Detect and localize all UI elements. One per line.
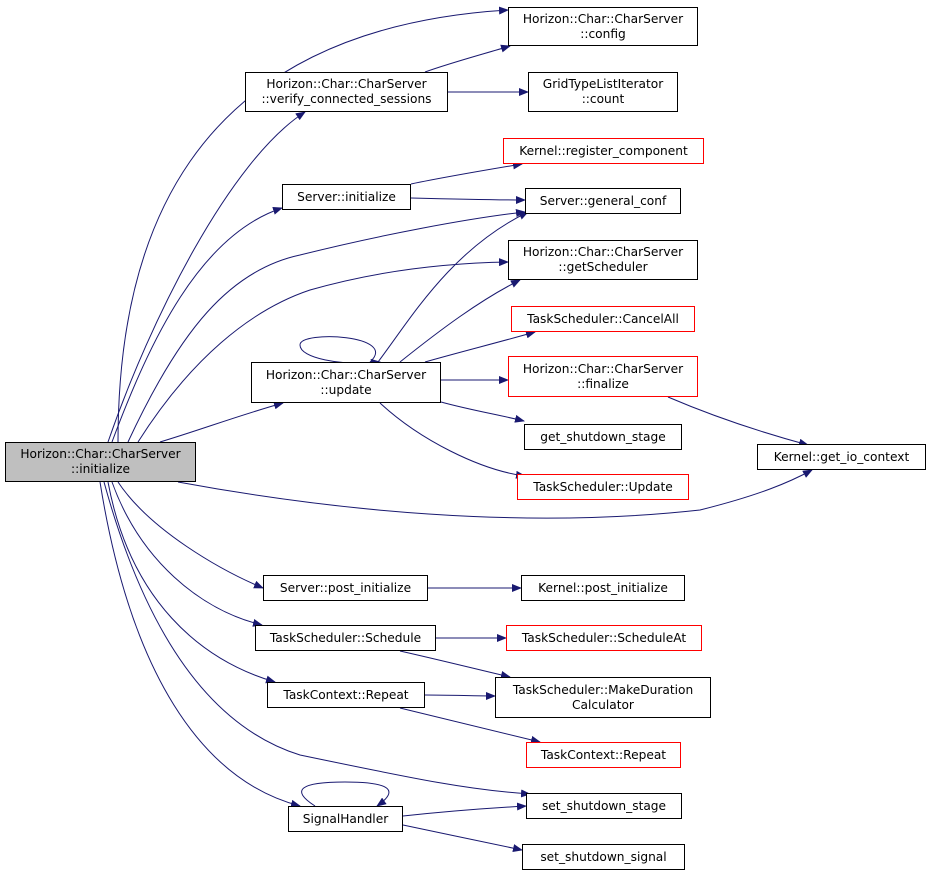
edge-root-to-generalconf bbox=[127, 209, 526, 443]
edge-root-to-config bbox=[117, 6, 509, 443]
node-label-line: ::initialize bbox=[70, 462, 130, 476]
node-verify[interactable]: Horizon::Char::CharServer::verify_connec… bbox=[245, 72, 448, 112]
edge-update-to-cancelall bbox=[424, 330, 536, 363]
node-label-line: Kernel::post_initialize bbox=[538, 580, 668, 595]
node-setshutdownstage[interactable]: set_shutdown_stage bbox=[526, 793, 682, 819]
edge-signalhandler-to-signalhandler bbox=[301, 781, 390, 807]
edge-root-to-setshutdownstage bbox=[103, 481, 531, 798]
edge-root-to-serverpost bbox=[117, 481, 264, 589]
node-label-line: ::finalize bbox=[577, 376, 629, 391]
edge-root-to-tsschedule bbox=[111, 481, 263, 627]
edge-tcrepeat1-to-makeduration bbox=[424, 691, 496, 700]
edge-update-to-generalconf bbox=[377, 211, 529, 363]
node-config[interactable]: Horizon::Char::CharServer::config bbox=[508, 7, 698, 46]
edge-root-to-getscheduler bbox=[137, 258, 509, 443]
node-label-line: Calculator bbox=[572, 697, 634, 712]
node-label-line: Server::general_conf bbox=[539, 193, 667, 208]
node-label-line: TaskContext::Repeat bbox=[283, 687, 409, 702]
edge-verify-to-config bbox=[424, 44, 511, 73]
edge-root-to-signalhandler bbox=[99, 481, 301, 808]
node-label-line: TaskScheduler::ScheduleAt bbox=[521, 630, 687, 645]
node-setshutdownsignal[interactable]: set_shutdown_signal bbox=[522, 844, 685, 870]
node-label-line: TaskScheduler::CancelAll bbox=[527, 311, 679, 326]
edge-root-to-tcrepeat1 bbox=[107, 481, 276, 684]
node-label-line: GridTypeListIterator bbox=[542, 77, 664, 91]
node-label-line: Horizon::Char::CharServer bbox=[265, 367, 427, 382]
node-tsschedule[interactable]: TaskScheduler::Schedule bbox=[255, 625, 436, 651]
node-getscheduler[interactable]: Horizon::Char::CharServer::getScheduler bbox=[508, 240, 698, 280]
node-label-line: Horizon::Char::CharServer bbox=[522, 11, 684, 26]
edge-update-to-tsupdate bbox=[379, 402, 526, 479]
node-label-line: ::verify_connected_sessions bbox=[261, 92, 432, 106]
node-label-line: ::config bbox=[580, 26, 626, 41]
node-gridcount[interactable]: GridTypeListIterator::count bbox=[528, 72, 678, 112]
node-label-line: ::getScheduler bbox=[558, 260, 648, 274]
node-label-line: TaskContext::Repeat bbox=[540, 747, 667, 762]
edge-tcrepeat1-to-tcrepeat2 bbox=[399, 707, 541, 744]
node-finalize[interactable]: Horizon::Char::CharServer::finalize bbox=[508, 356, 698, 397]
node-tcrepeat2[interactable]: TaskContext::Repeat bbox=[526, 742, 681, 768]
node-update[interactable]: Horizon::Char::CharServer::update bbox=[251, 362, 441, 403]
node-tcrepeat1[interactable]: TaskContext::Repeat bbox=[267, 682, 425, 708]
node-getshutdown[interactable]: get_shutdown_stage bbox=[524, 424, 682, 450]
node-getio[interactable]: Kernel::get_io_context bbox=[757, 444, 926, 470]
edge-serverinit-to-registercomp bbox=[410, 161, 523, 185]
node-label-line: ::update bbox=[320, 382, 372, 397]
node-label-line: Kernel::register_component bbox=[519, 143, 688, 158]
edge-update-to-update bbox=[299, 336, 381, 367]
edge-signalhandler-to-setshutdownstage bbox=[402, 802, 527, 817]
node-tsscheduleat[interactable]: TaskScheduler::ScheduleAt bbox=[506, 625, 702, 651]
node-root[interactable]: Horizon::Char::CharServer::initialize bbox=[5, 442, 196, 482]
node-tsupdate[interactable]: TaskScheduler::Update bbox=[517, 474, 689, 500]
edge-serverinit-to-generalconf bbox=[410, 195, 526, 204]
edge-root-to-serverinit bbox=[111, 207, 283, 443]
node-label-line: Server::post_initialize bbox=[279, 580, 412, 595]
node-signalhandler[interactable]: SignalHandler bbox=[288, 806, 403, 832]
edge-root-to-update bbox=[159, 401, 284, 443]
node-label-line: ::count bbox=[581, 92, 625, 106]
node-serverpost[interactable]: Server::post_initialize bbox=[263, 575, 428, 601]
node-label-line: Kernel::get_io_context bbox=[773, 449, 910, 464]
node-label-line: TaskScheduler::MakeDuration bbox=[512, 682, 694, 697]
node-label-line: get_shutdown_stage bbox=[540, 429, 666, 444]
edge-signalhandler-to-setshutdownsignal bbox=[402, 824, 523, 852]
node-label-line: set_shutdown_stage bbox=[541, 798, 667, 813]
node-label-line: Horizon::Char::CharServer bbox=[522, 245, 684, 259]
node-cancelall[interactable]: TaskScheduler::CancelAll bbox=[511, 306, 695, 332]
edge-update-to-getscheduler bbox=[399, 279, 521, 363]
node-kernelpost[interactable]: Kernel::post_initialize bbox=[521, 575, 685, 601]
node-label-line: Horizon::Char::CharServer bbox=[266, 77, 427, 91]
node-serverinit[interactable]: Server::initialize bbox=[282, 184, 411, 210]
node-label-line: set_shutdown_signal bbox=[540, 849, 667, 864]
node-label-line: TaskScheduler::Update bbox=[533, 479, 673, 494]
node-label-line: SignalHandler bbox=[302, 811, 389, 826]
node-label-line: Horizon::Char::CharServer bbox=[20, 447, 181, 461]
node-label-line: Horizon::Char::CharServer bbox=[522, 361, 684, 376]
node-label-line: Server::initialize bbox=[297, 189, 396, 204]
edge-root-to-verify bbox=[107, 111, 306, 443]
edge-update-to-getshutdown bbox=[440, 401, 525, 423]
node-label-line: TaskScheduler::Schedule bbox=[269, 630, 422, 645]
edge-finalize-to-getio bbox=[667, 396, 809, 447]
edge-root-to-getio bbox=[177, 469, 813, 519]
edge-tsschedule-to-makeduration bbox=[399, 650, 511, 679]
node-registercomp[interactable]: Kernel::register_component bbox=[503, 138, 704, 164]
node-generalconf[interactable]: Server::general_conf bbox=[525, 188, 681, 214]
